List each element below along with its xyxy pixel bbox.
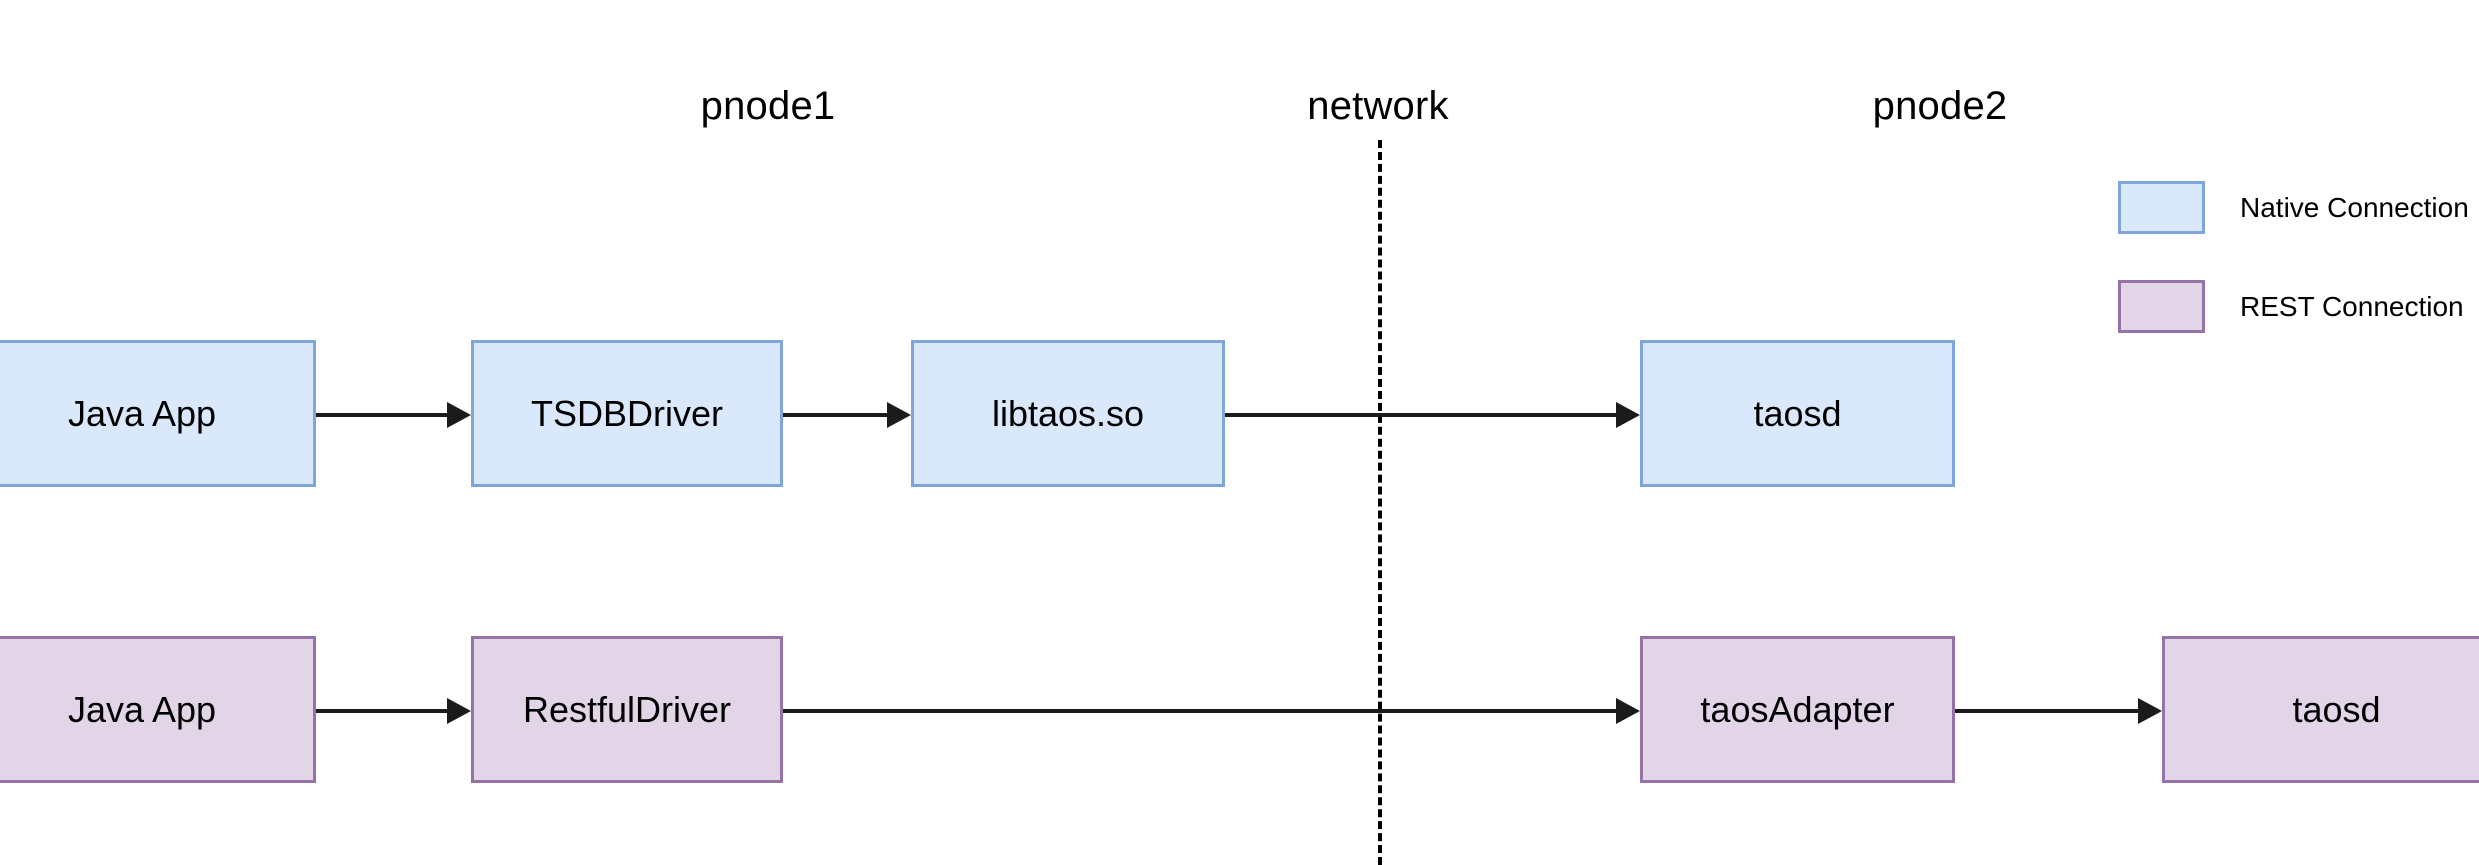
node-restfuldriver[interactable]: RestfulDriver [471, 636, 783, 783]
node-label: RestfulDriver [522, 688, 732, 730]
arrow-head-icon [1616, 698, 1640, 724]
legend-label-native-connection: Native Connection [2240, 192, 2469, 223]
column-header-pnode2: pnode2 [1872, 84, 2008, 128]
node-taosd-rest[interactable]: taosd [2162, 636, 2479, 783]
arrow-head-icon [447, 402, 471, 428]
arrow-head-icon [1616, 402, 1640, 428]
node-java-app-native[interactable]: Java App [0, 340, 316, 487]
legend-swatch-native-connection [2118, 181, 2205, 234]
node-libtaos-so[interactable]: libtaos.so [911, 340, 1225, 487]
node-taosadapter[interactable]: taosAdapter [1640, 636, 1955, 783]
node-label: taosAdapter [1700, 688, 1895, 730]
node-label: taosd [1753, 392, 1842, 434]
node-label: libtaos.so [991, 392, 1145, 434]
arrow-tsdbdriver-to-libtaos [783, 413, 887, 417]
column-header-pnode1: pnode1 [700, 84, 836, 128]
arrow-javaapp-to-tsdbdriver [316, 413, 447, 417]
arrow-head-icon [447, 698, 471, 724]
arrow-head-icon [2138, 698, 2162, 724]
column-header-network: network [1307, 84, 1449, 128]
node-java-app-rest[interactable]: Java App [0, 636, 316, 783]
node-taosd-native[interactable]: taosd [1640, 340, 1955, 487]
node-label: TSDBDriver [530, 392, 723, 434]
network-divider-line [1378, 140, 1382, 865]
legend-label-rest-connection: REST Connection [2240, 291, 2464, 322]
arrow-javaapp-to-restfuldriver [316, 709, 447, 713]
arrow-libtaos-to-taosd [1225, 413, 1616, 417]
arrow-head-icon [887, 402, 911, 428]
arrow-restfuldriver-to-taosadapter [783, 709, 1616, 713]
node-label: Java App [67, 392, 217, 434]
node-tsdbdriver[interactable]: TSDBDriver [471, 340, 783, 487]
node-label: taosd [2292, 688, 2381, 730]
node-label: Java App [67, 688, 217, 730]
legend-swatch-rest-connection [2118, 280, 2205, 333]
arrow-taosadapter-to-taosd [1955, 709, 2138, 713]
